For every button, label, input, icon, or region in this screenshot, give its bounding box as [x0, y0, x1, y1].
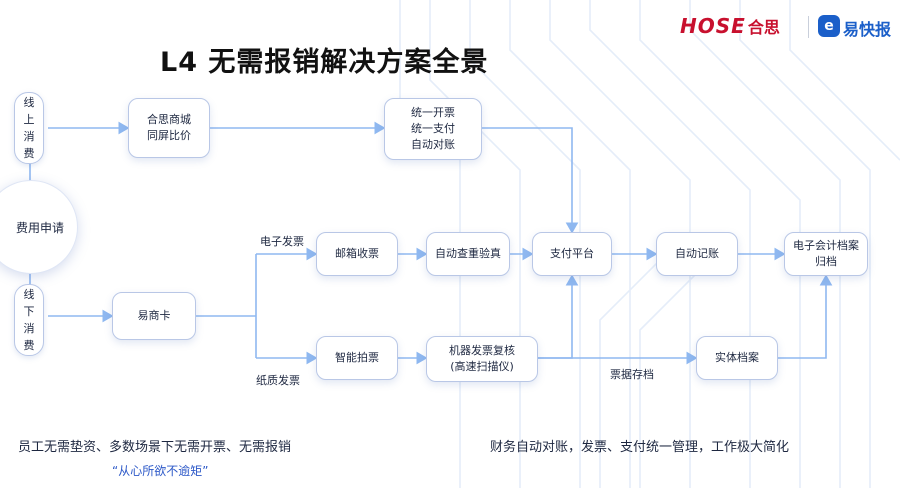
logo-divider: [808, 16, 809, 38]
label-paper-invoice: 纸质发票: [256, 374, 300, 387]
node-machine-recheck: 机器发票复核(高速扫描仪): [426, 336, 538, 382]
node-auto-booking: 自动记账: [656, 232, 738, 276]
node-payment-platform: 支付平台: [532, 232, 612, 276]
online-consumption-pill: 线上消费: [14, 92, 44, 164]
edge-recheck-pay: [538, 274, 579, 359]
footer-left-text: 员工无需垫资、多数场景下无需开票、无需报销: [18, 440, 292, 455]
page-title: L4 无需报销解决方案全景: [160, 47, 489, 78]
node-smart-photo: 智能拍票: [316, 336, 398, 380]
node-email-receipt: 邮箱收票: [316, 232, 398, 276]
expense-request-circle: 费用申请: [0, 180, 78, 274]
node-physical-archive: 实体档案: [696, 336, 778, 380]
ykb-logo-icon: e: [818, 15, 840, 37]
edge-card-split: [196, 254, 257, 358]
label-e-invoice: 电子发票: [260, 235, 304, 248]
node-auto-verify: 自动查重验真: [426, 232, 510, 276]
edge-unified-pay: [482, 127, 579, 234]
node-yishang-card: 易商卡: [112, 292, 196, 340]
offline-consumption-pill: 线下消费: [14, 284, 44, 356]
node-hose-mall: 合思商城同屏比价: [128, 98, 210, 158]
node-e-archive: 电子会计档案归档: [784, 232, 868, 276]
node-unified: 统一开票统一支付自动对账: [384, 98, 482, 160]
label-receipt-storage: 票据存档: [610, 368, 654, 381]
ykb-logo-text: 易快报: [843, 20, 892, 39]
footer-quote: “从心所欲不逾矩”: [112, 464, 209, 478]
footer-right-text: 财务自动对账，发票、支付统一管理，工作极大简化: [490, 440, 790, 455]
edge-physical-earchive: [778, 274, 833, 359]
